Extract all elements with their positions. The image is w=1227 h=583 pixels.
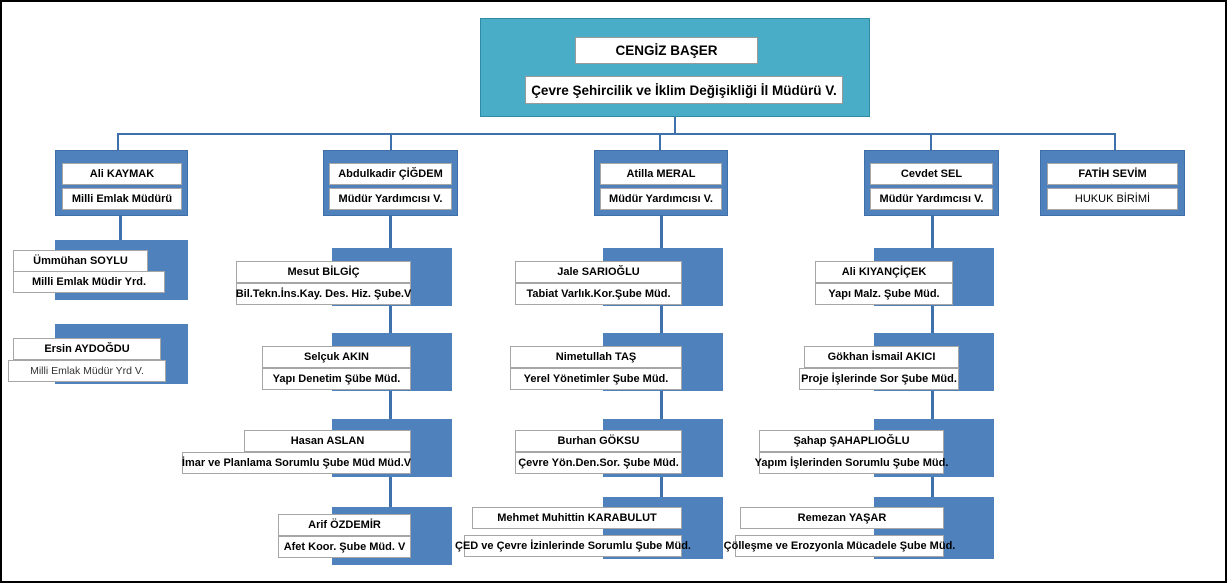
level1-name-col3: Atilla MERAL xyxy=(600,163,722,185)
level2-title-col2-3: Afet Koor. Şube Müd. V xyxy=(278,536,411,558)
level2-name-col4-1: Gökhan İsmail AKICI xyxy=(804,346,959,368)
level2-title-col4-3: Çölleşme ve Erozyonla Mücadele Şube Müd. xyxy=(724,535,955,557)
level1-name-col5: FATİH SEVİM xyxy=(1047,163,1178,185)
level2-name-col2-2: Hasan ASLAN xyxy=(244,430,411,452)
level2-name-col4-2: Şahap ŞAHAPLIOĞLU xyxy=(759,430,944,452)
level2-title-col4-0: Yapı Malz. Şube Müd. xyxy=(815,283,953,305)
level2-name-col2-3: Arif ÖZDEMİR xyxy=(278,514,411,536)
level2-name-col3-0: Jale SARIOĞLU xyxy=(515,261,682,283)
level2-title-col1-0: Milli Emlak Müdir Yrd. xyxy=(13,271,165,293)
level2-title-col1-1: Milli Emlak Müdür Yrd V. xyxy=(8,360,166,382)
connector-col4-n3-n4 xyxy=(931,476,934,507)
level2-title-col2-0: Bil.Tekn.İns.Kay. Des. Hiz. Şube.V xyxy=(236,283,411,305)
level1-title-col3: Müdür Yardımcısı V. xyxy=(600,188,722,210)
level2-name-col4-0: Ali KIYANÇİÇEK xyxy=(815,261,953,283)
connector-col3-n1-n2 xyxy=(660,305,663,333)
connector-col2-n1-n2 xyxy=(389,305,392,333)
connector-col3-to-n1 xyxy=(660,216,663,248)
connector-drop-col4 xyxy=(930,133,932,150)
level1-name-col1: Ali KAYMAK xyxy=(62,163,182,185)
connector-drop-col3 xyxy=(659,133,661,150)
level2-title-col3-0: Tabiat Varlık.Kor.Şube Müd. xyxy=(515,283,682,305)
connector-col4-n2-n3 xyxy=(931,390,934,419)
connector-col2-n3-n4 xyxy=(389,476,392,507)
connector-root-stem xyxy=(674,117,676,134)
level2-name-col2-1: Selçuk AKIN xyxy=(262,346,411,368)
level1-name-col2: Abdulkadir ÇİĞDEM xyxy=(329,163,452,185)
level1-title-col2: Müdür Yardımcısı V. xyxy=(329,188,452,210)
level2-name-col2-0: Mesut BİLGİÇ xyxy=(236,261,411,283)
level1-title-col5: HUKUK BİRİMİ xyxy=(1047,188,1178,210)
level1-title-col4: Müdür Yardımcısı V. xyxy=(870,188,993,210)
connector-drop-col5 xyxy=(1114,133,1116,150)
connector-drop-col1 xyxy=(117,133,119,150)
level2-title-col3-1: Yerel Yönetimler Şube Müd. xyxy=(510,368,682,390)
root-node-name: CENGİZ BAŞER xyxy=(575,37,758,64)
level2-name-col3-1: Nimetullah TAŞ xyxy=(510,346,682,368)
level2-name-col1-1: Ersin AYDOĞDU xyxy=(13,338,161,360)
level2-title-col2-2: İmar ve Planlama Sorumlu Şube Müd Müd.V xyxy=(182,452,411,474)
level2-title-col3-2: Çevre Yön.Den.Sor. Şube Müd. xyxy=(515,452,682,474)
level2-title-col3-3: ÇED ve Çevre İzinlerinde Sorumlu Şube Mü… xyxy=(455,535,691,557)
level2-name-col3-3: Mehmet Muhittin KARABULUT xyxy=(472,507,682,529)
level2-title-col4-1: Proje İşlerinde Sor Şube Müd. xyxy=(799,368,959,390)
root-node-title: Çevre Şehircilik ve İklim Değişikliği İl… xyxy=(525,76,843,104)
level2-name-col4-3: Remezan YAŞAR xyxy=(740,507,944,529)
connector-col4-to-n1 xyxy=(931,216,934,248)
level1-name-col4: Cevdet SEL xyxy=(870,163,993,185)
connector-drop-col2 xyxy=(390,133,392,150)
connector-col1-to-n1 xyxy=(119,216,122,240)
connector-horizontal-bus xyxy=(117,133,1116,135)
level2-name-col1-0: Ümmühan SOYLU xyxy=(13,250,148,272)
level2-name-col3-2: Burhan GÖKSU xyxy=(515,430,682,452)
connector-col4-n1-n2 xyxy=(931,305,934,333)
connector-col2-to-n1 xyxy=(389,216,392,248)
connector-col3-n3-n4 xyxy=(660,476,663,507)
connector-col3-n2-n3 xyxy=(660,390,663,419)
level2-title-col4-2: Yapım İşlerinden Sorumlu Şube Müd. xyxy=(755,452,948,474)
level2-title-col2-1: Yapı Denetim Şübe Müd. xyxy=(262,368,411,390)
connector-col2-n2-n3 xyxy=(389,390,392,419)
level1-title-col1: Milli Emlak Müdürü xyxy=(62,188,182,210)
